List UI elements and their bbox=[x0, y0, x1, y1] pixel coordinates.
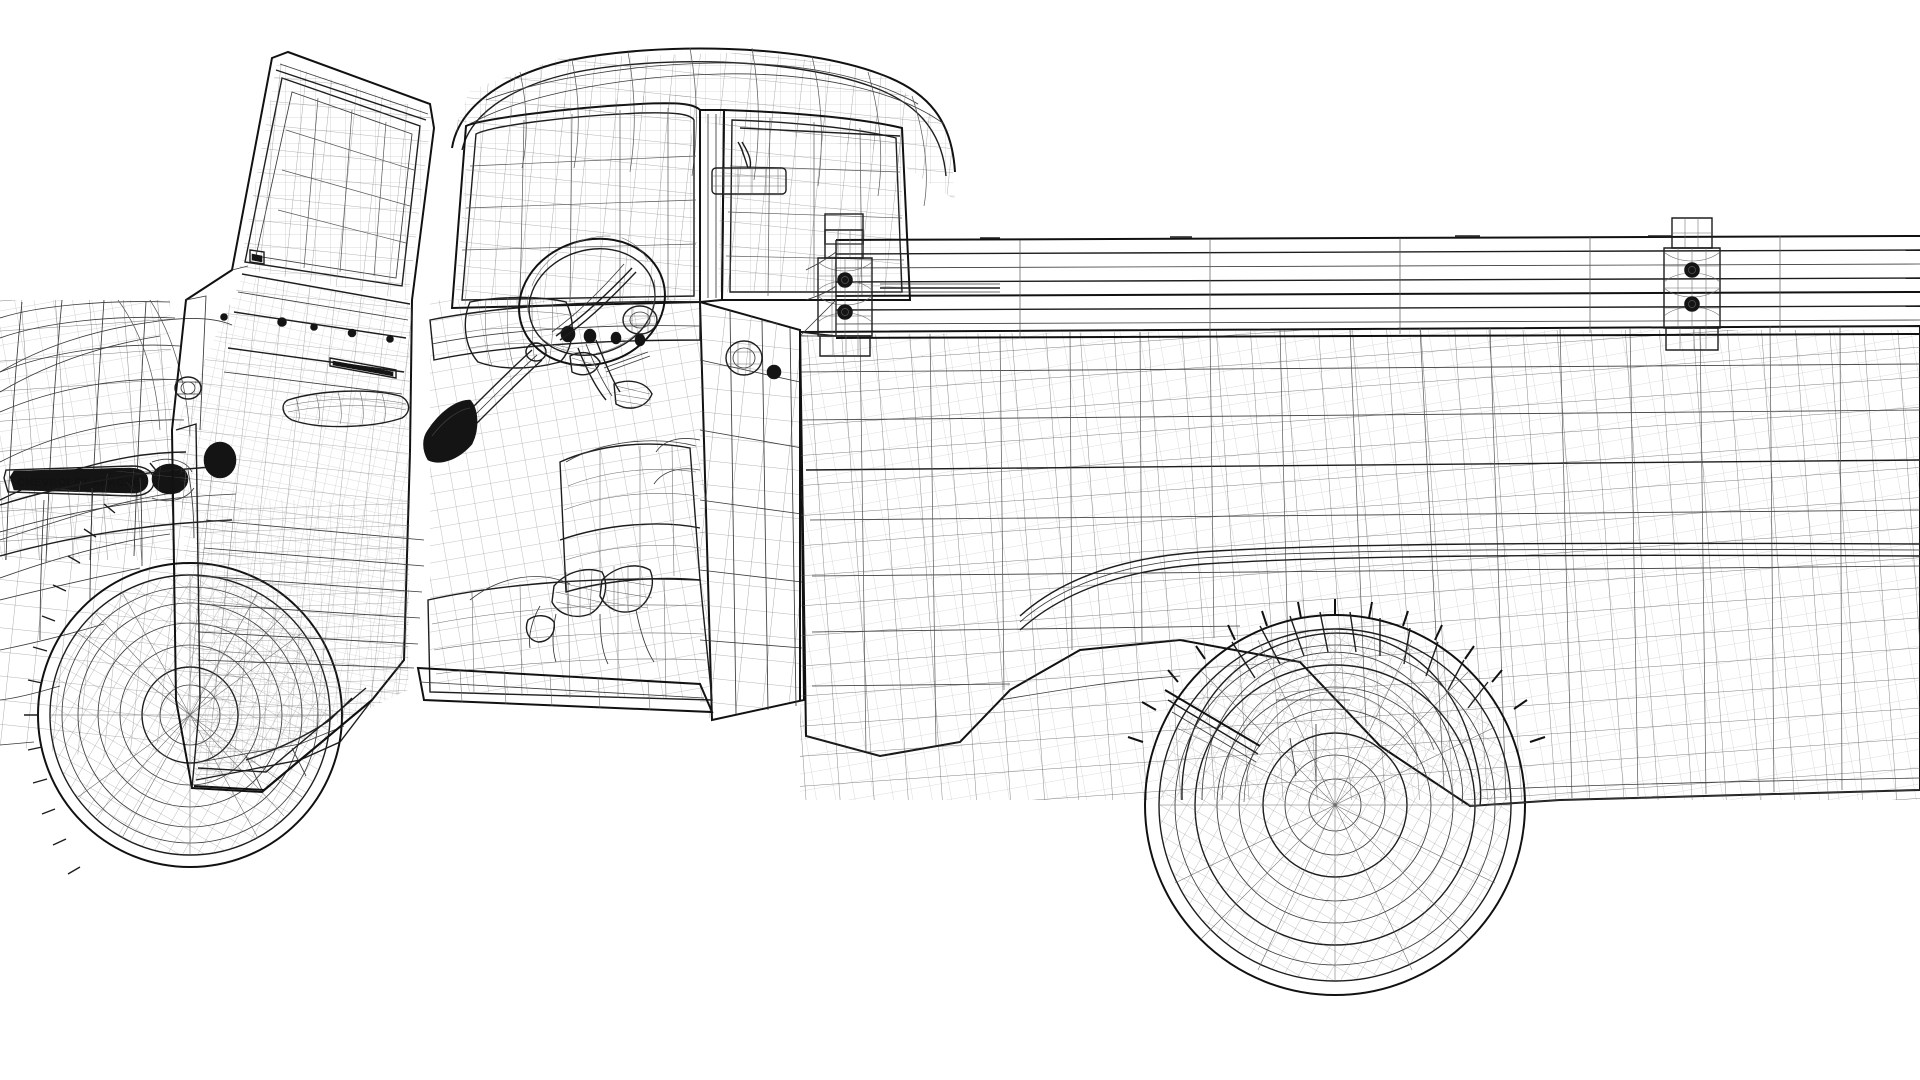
rear-wheel bbox=[1127, 599, 1546, 996]
cab-interior bbox=[416, 220, 714, 714]
shift-boot bbox=[423, 399, 478, 463]
door-handle[interactable] bbox=[329, 357, 397, 379]
tire-tread-blocks bbox=[24, 462, 160, 875]
door-sill-plate bbox=[416, 666, 714, 714]
bench-seat bbox=[559, 441, 701, 593]
stake-pocket-bolt bbox=[837, 272, 853, 288]
stake-pocket-bolt bbox=[1684, 296, 1700, 312]
shift-knob bbox=[525, 342, 547, 362]
cab-rear-side bbox=[698, 300, 806, 722]
stake-pocket-front bbox=[817, 213, 873, 357]
rear-tire bbox=[1127, 599, 1546, 996]
windshield bbox=[450, 95, 701, 310]
detail-overlays bbox=[799, 334, 1920, 806]
stake-pocket-bolt bbox=[837, 304, 853, 320]
door-speaker-hole bbox=[203, 441, 237, 479]
cab-body bbox=[450, 47, 956, 722]
steering-wheel[interactable] bbox=[502, 220, 681, 384]
door-hinge-edge bbox=[175, 266, 248, 789]
rearview-mirror bbox=[711, 141, 787, 195]
steering-column bbox=[569, 339, 653, 409]
stake-pocket-bolt bbox=[1684, 262, 1700, 278]
rear-axle-stub bbox=[1164, 689, 1350, 782]
stake-pocket-rear bbox=[1663, 217, 1721, 351]
rear-cab-window bbox=[718, 108, 912, 301]
door-panel-fasteners bbox=[220, 313, 394, 343]
cab-body-stud bbox=[766, 364, 782, 380]
cab-rear-trim bbox=[654, 439, 700, 485]
cab-door-handle[interactable] bbox=[725, 340, 763, 376]
bed-inner-wall bbox=[880, 284, 1000, 292]
front-hood-section bbox=[0, 299, 232, 578]
bed-front-wall bbox=[800, 240, 837, 337]
tire-tread-blocks bbox=[1127, 599, 1546, 743]
door-inner-panel bbox=[174, 273, 425, 792]
window-crank[interactable] bbox=[174, 376, 202, 400]
door-armrest bbox=[282, 390, 410, 428]
gear-shift-lever[interactable] bbox=[423, 310, 547, 463]
bed-top-rail bbox=[835, 235, 1920, 339]
